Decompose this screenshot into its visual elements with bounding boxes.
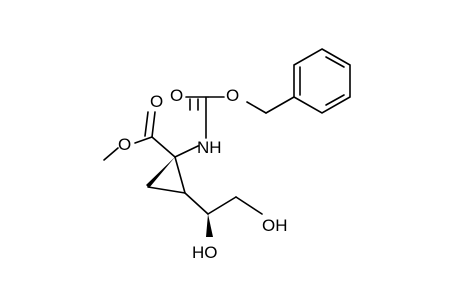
cyclopropane-bond-3 bbox=[174, 156, 186, 194]
ester-o-bond bbox=[134, 136, 153, 144]
c-ester-c-bond bbox=[151, 136, 176, 158]
benzene-inner-bond-1 bbox=[325, 56, 345, 68]
ester-carbonyl-o-label: O bbox=[150, 92, 163, 111]
benzene-outline bbox=[293, 48, 351, 114]
wedge-bond-ho bbox=[206, 214, 213, 237]
carbamate-o-label: O bbox=[226, 86, 239, 105]
ester-o-label: O bbox=[118, 135, 131, 154]
benzyl-o-bond bbox=[246, 101, 267, 114]
side-chain-bond-1 bbox=[184, 192, 209, 215]
n-c-bond bbox=[174, 145, 199, 158]
oh-label: OH bbox=[262, 216, 288, 235]
nh-label: NH bbox=[197, 138, 222, 157]
methyl-bond bbox=[103, 147, 119, 161]
ester-carbonyl-bond-b bbox=[144, 111, 149, 137]
ester-carbonyl-bond-a bbox=[151, 111, 156, 138]
wedge-bond-cyclopropane bbox=[146, 157, 175, 188]
benzene-ring bbox=[293, 48, 351, 114]
benzyl-ring-bond bbox=[265, 96, 295, 114]
side-chain-bond-3 bbox=[235, 196, 263, 215]
benzene-inner-bond-2 bbox=[325, 94, 345, 106]
cyclopropane-bond-2 bbox=[147, 186, 186, 194]
side-chain-bond-2 bbox=[207, 196, 237, 215]
ho-label: HO bbox=[192, 243, 218, 262]
carbamate-carbonyl-o-label: O bbox=[170, 86, 183, 105]
